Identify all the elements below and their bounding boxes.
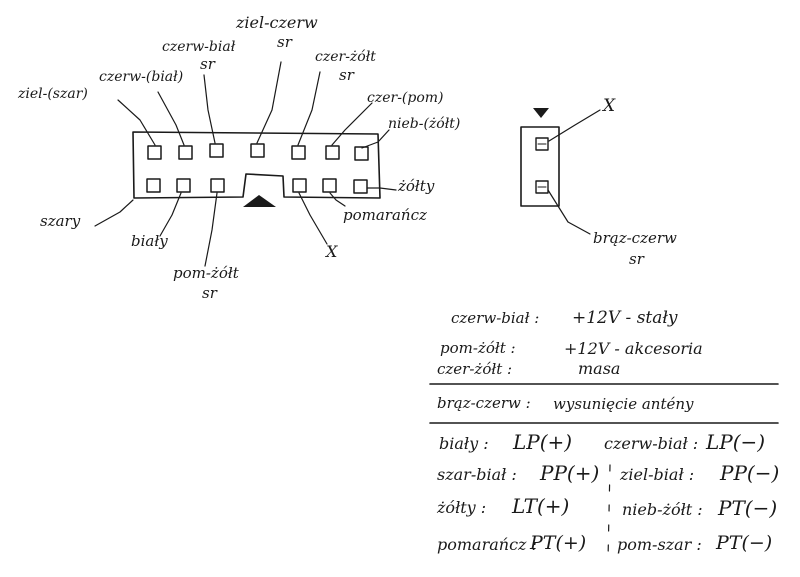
legend-speaker-left-val-2: PP(+) <box>540 461 600 485</box>
legend-speaker-left-wire-2: szar-biał : <box>437 465 517 484</box>
legend-power-value-1: +12V - stały <box>572 308 678 328</box>
legend-column-separator <box>607 464 611 561</box>
label-czerw-bial: czerw-biał <box>162 39 236 55</box>
pin-top-5 <box>291 145 306 160</box>
pin-top-1 <box>147 145 162 160</box>
label-nieb-zolt: nieb-(żółt) <box>388 116 461 132</box>
label-ziel-szar: ziel-(szar) <box>18 86 88 102</box>
legend-speaker-left-wire-3: żółty : <box>437 498 487 517</box>
pin-top-2 <box>178 145 193 160</box>
legend-speaker-right-wire-2: ziel-biał : <box>620 465 695 484</box>
legend-antenna-wire: brąz-czerw : <box>437 394 531 412</box>
main-connector-top-pins <box>147 143 369 161</box>
legend-power-wire-2: pom-żółt : <box>440 339 516 357</box>
pin-bottom-5 <box>292 178 307 193</box>
legend-speaker-left-wire-4: pomarańcz : <box>437 535 537 554</box>
label-czerw-bial-suffix: sr <box>200 55 215 73</box>
pin-top-7 <box>354 146 369 161</box>
label-czer-zolt-suffix: sr <box>339 66 354 84</box>
legend-antenna-value: wysunięcie antény <box>553 395 694 413</box>
legend-speaker-right-val-2: PP(−) <box>720 461 780 485</box>
leader-small-x <box>548 109 601 142</box>
pin-bottom-3 <box>210 178 225 193</box>
legend-power-wire-1: czerw-biał : <box>451 309 540 327</box>
label-x-small: X <box>603 96 616 116</box>
leader-small-label <box>547 189 591 235</box>
label-x-main: X <box>326 242 338 261</box>
legend-speaker-left-val-4: PT(+) <box>530 532 587 554</box>
legend-speaker-right-val-1: LP(−) <box>706 430 766 454</box>
label-ziel-czerw-suffix: sr <box>277 33 292 51</box>
legend-speaker-left-wire-1: biały : <box>439 434 489 453</box>
key-triangle-icon <box>243 195 276 207</box>
small-connector-pin-bottom <box>535 180 549 194</box>
legend-speaker-left-val-3: LT(+) <box>512 494 570 518</box>
label-zolty: żółty <box>398 177 435 195</box>
label-ziel-czerw: ziel-czerw <box>236 13 318 32</box>
pin-top-4 <box>250 143 265 158</box>
small-connector-pin-top <box>535 137 549 151</box>
pin-bottom-2 <box>176 178 191 193</box>
label-bialy: biały <box>131 232 168 250</box>
pin-bottom-1 <box>146 178 161 193</box>
label-czer-zolt: czer-żółt <box>315 49 376 65</box>
legend-speaker-right-wire-4: pom-szar : <box>617 535 702 554</box>
label-pomarancz: pomarańcz <box>343 206 427 224</box>
leader-lines-bottom <box>94 187 397 267</box>
legend-speaker-right-wire-3: nieb-żółt : <box>622 500 703 519</box>
label-pom-zolt: pom-żółt <box>173 264 239 282</box>
legend-speaker-right-val-4: PT(−) <box>716 532 773 554</box>
label-czerw-bial-paren: czerw-(biał) <box>99 69 184 85</box>
label-czer-pom: czer-(pom) <box>367 90 444 106</box>
pin-top-6 <box>325 145 340 160</box>
pin-bottom-7 <box>353 179 368 194</box>
leader-lines-top <box>117 61 390 149</box>
label-braz-czerw-suffix: sr <box>629 250 644 268</box>
main-connector-outline <box>132 131 381 199</box>
label-szary: szary <box>40 212 81 230</box>
legend-speaker-right-wire-1: czerw-biał : <box>604 434 699 453</box>
legend-power-value-2: +12V - akcesoria <box>564 339 703 358</box>
main-connector-bottom-pins <box>146 178 368 194</box>
small-key-triangle-icon <box>533 108 549 118</box>
legend-power-value-3: masa <box>578 359 621 378</box>
legend-speaker-right-val-3: PT(−) <box>718 496 778 520</box>
pin-top-3 <box>209 143 224 158</box>
legend-power-wire-3: czer-żółt : <box>437 360 513 378</box>
legend-speaker-left-val-1: LP(+) <box>513 430 573 454</box>
label-pom-zolt-suffix: sr <box>202 284 217 302</box>
label-braz-czerw: brąz-czerw <box>593 229 677 247</box>
pin-bottom-6 <box>322 178 337 193</box>
small-connector-outline <box>520 126 560 207</box>
